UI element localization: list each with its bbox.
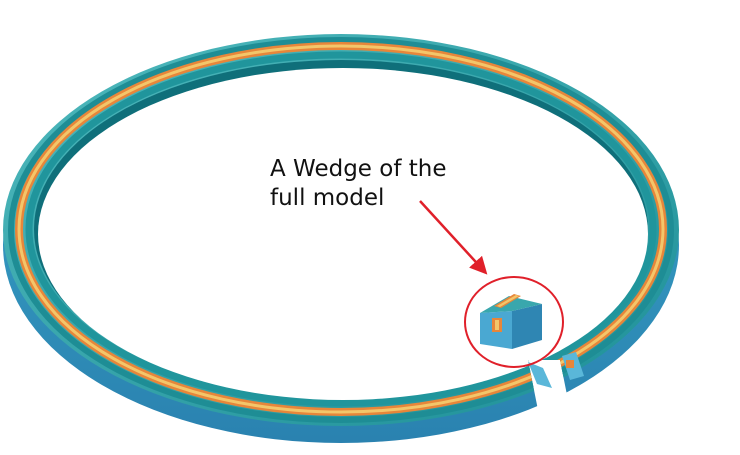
highlight-circle xyxy=(464,276,564,368)
ring-hollow xyxy=(38,68,648,400)
wedge-block-icon xyxy=(480,294,542,349)
annotation-line-2: full model xyxy=(270,185,384,211)
ring-model xyxy=(3,34,679,443)
red-arrow xyxy=(419,200,488,275)
annotation-line-1: A Wedge of the xyxy=(270,156,446,182)
gap-cut-faces xyxy=(528,352,584,388)
core-band-yellow xyxy=(17,44,665,414)
